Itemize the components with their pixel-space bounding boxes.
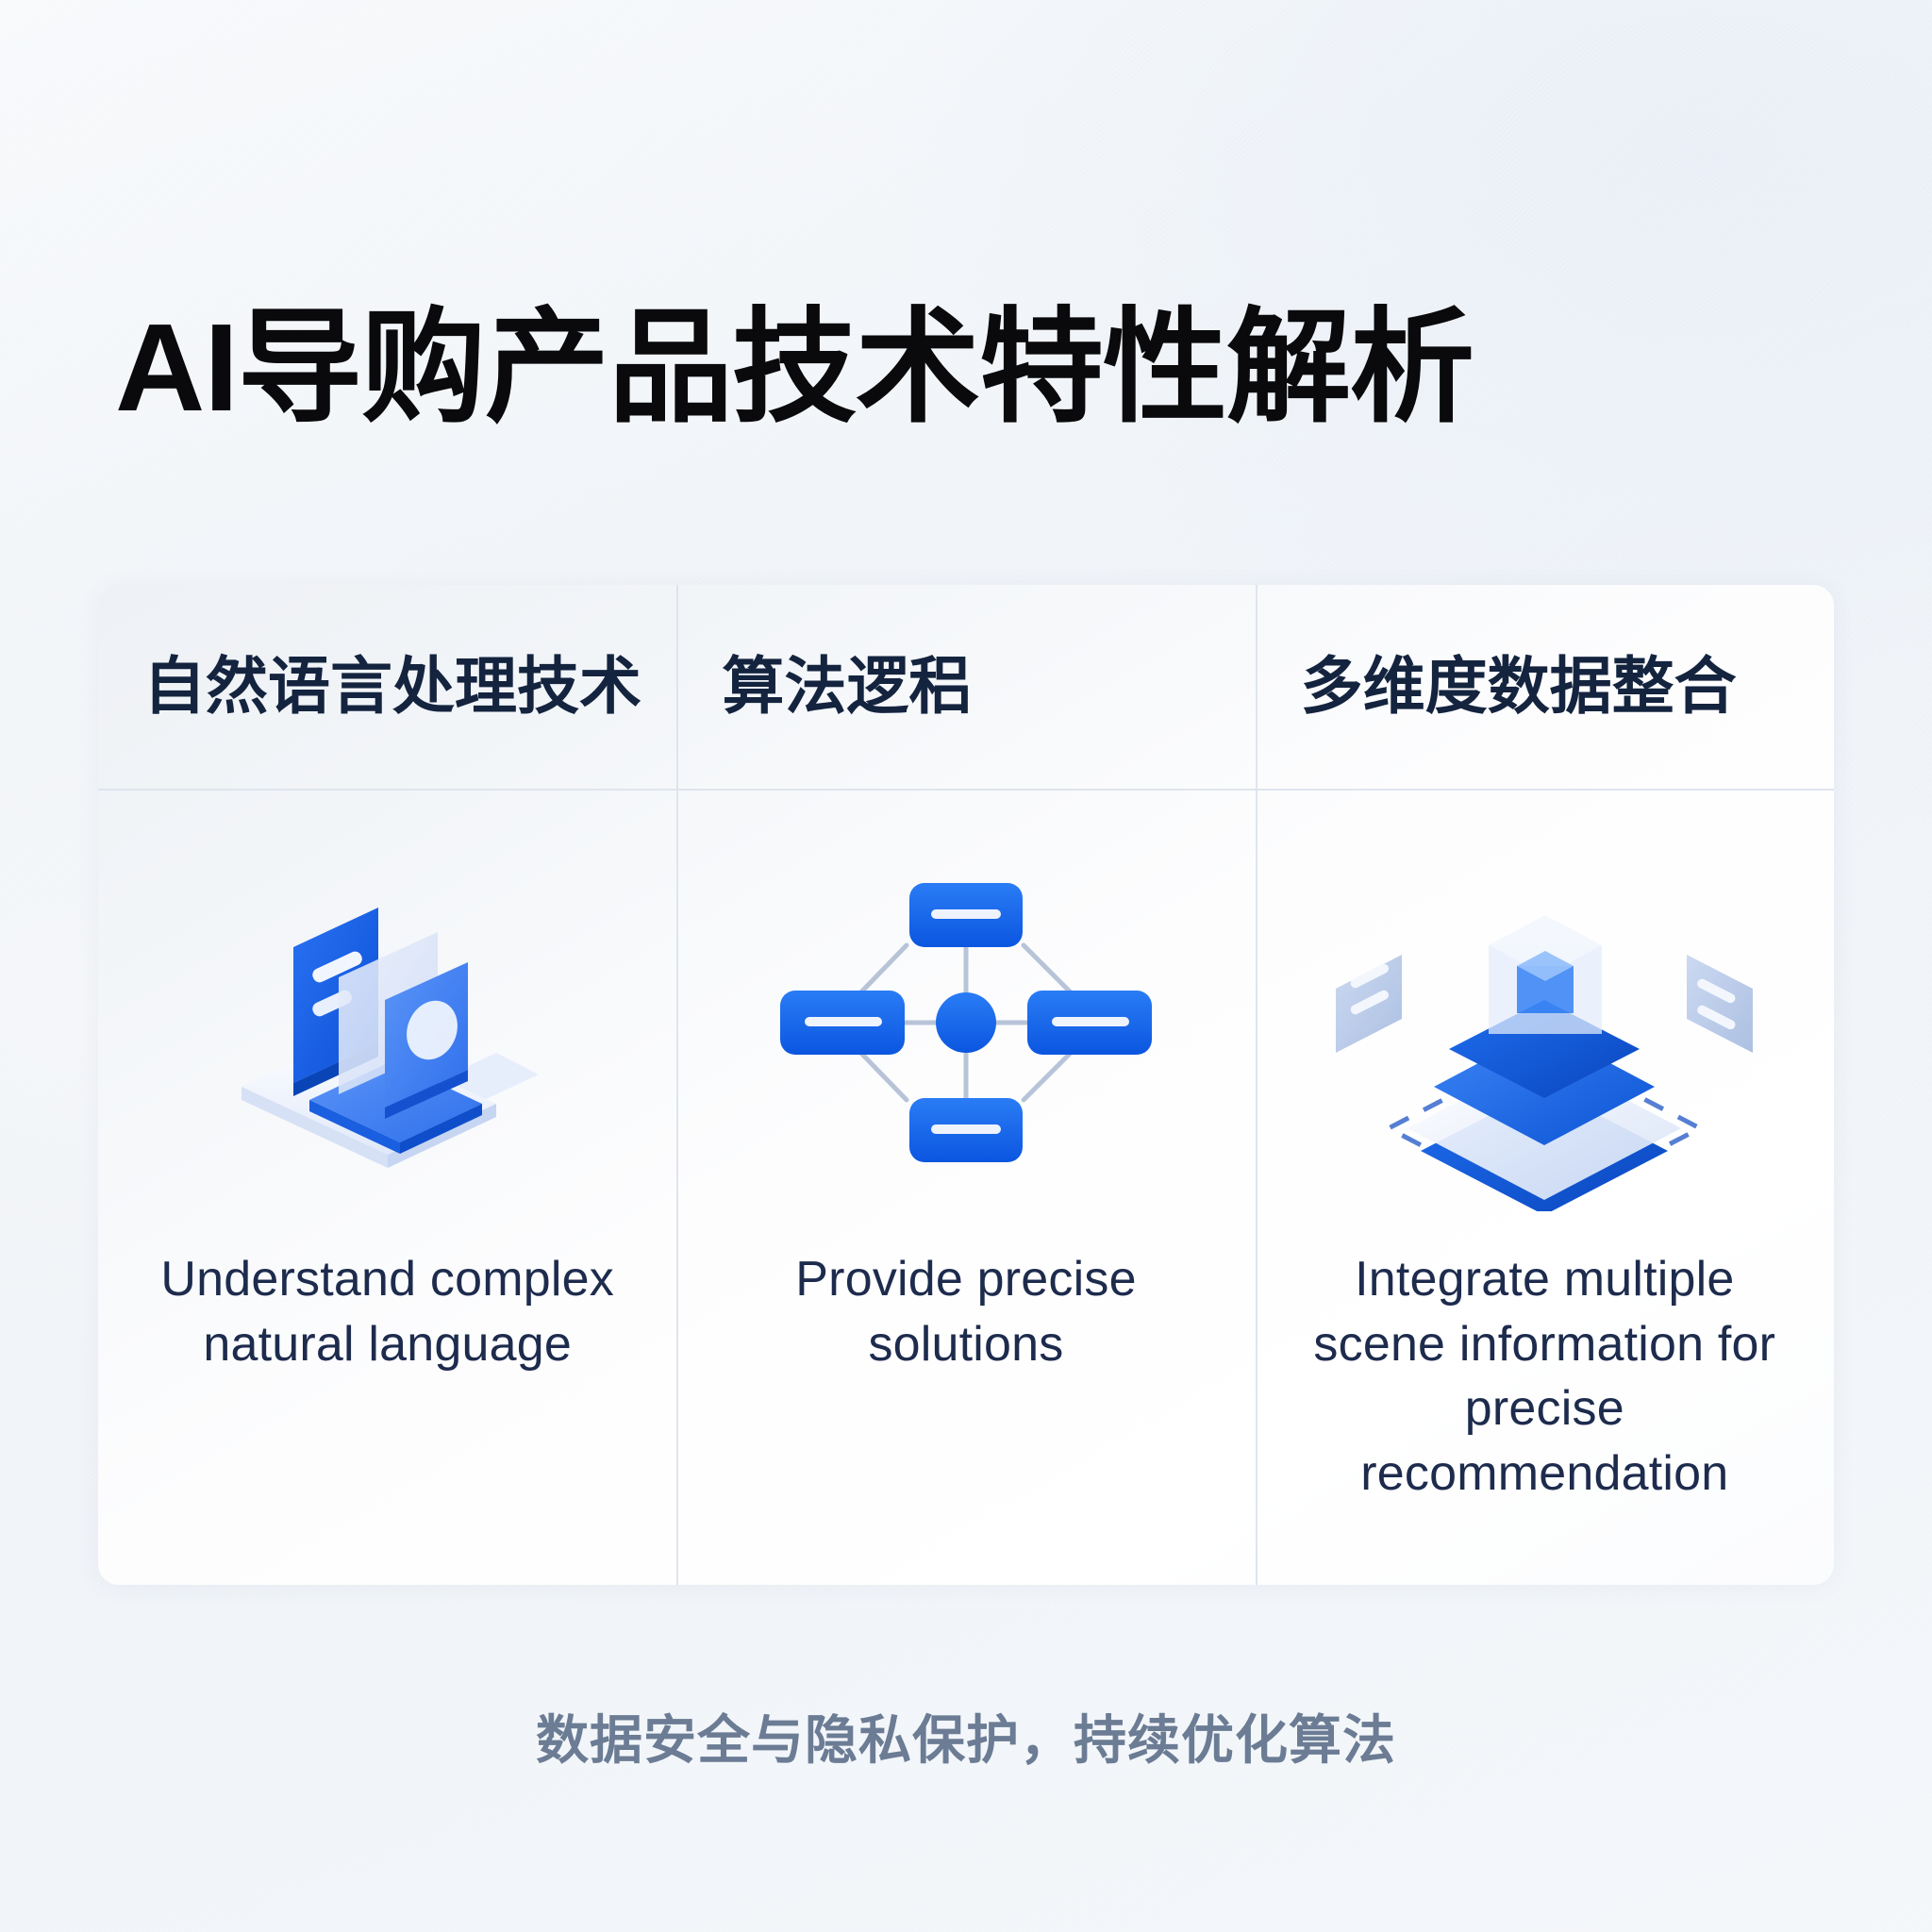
isometric-monitor-chat-icon [98, 824, 676, 1221]
feature-header-label: 算法逻稆 [722, 651, 972, 722]
feature-cell-algorithm: Provide precise solutions [676, 791, 1255, 1585]
network-diamond-nodes-icon [676, 824, 1255, 1221]
feature-cell-nlp: Understand complex natural language [98, 791, 676, 1585]
feature-header-algorithm: 算法逻稆 [676, 585, 1255, 789]
footer-note: 数据安全与隐私保护，持续优化算法 [536, 1710, 1396, 1770]
feature-header-label: 自然语言处理技术 [143, 651, 641, 722]
feature-cell-data: Integrate multiple scene information for… [1255, 791, 1834, 1585]
feature-header-row: 自然语言处理技术 算法逻稆 多维度数据整合 [98, 585, 1834, 791]
page-title: AI导购产品技术特性解析 [115, 298, 1474, 438]
feature-panel: 自然语言处理技术 算法逻稆 多维度数据整合 [98, 585, 1834, 1585]
feature-header-data: 多维度数据整合 [1255, 585, 1834, 789]
feature-caption: Provide precise solutions [795, 1252, 1137, 1372]
feature-body-row: Understand complex natural language [98, 791, 1834, 1585]
isometric-stacked-data-layers-icon [1256, 824, 1834, 1221]
feature-caption: Understand complex natural language [160, 1252, 614, 1372]
feature-header-label: 多维度数据整合 [1300, 651, 1737, 722]
feature-caption: Integrate multiple scene information for… [1313, 1252, 1776, 1501]
feature-header-nlp: 自然语言处理技术 [98, 585, 676, 789]
